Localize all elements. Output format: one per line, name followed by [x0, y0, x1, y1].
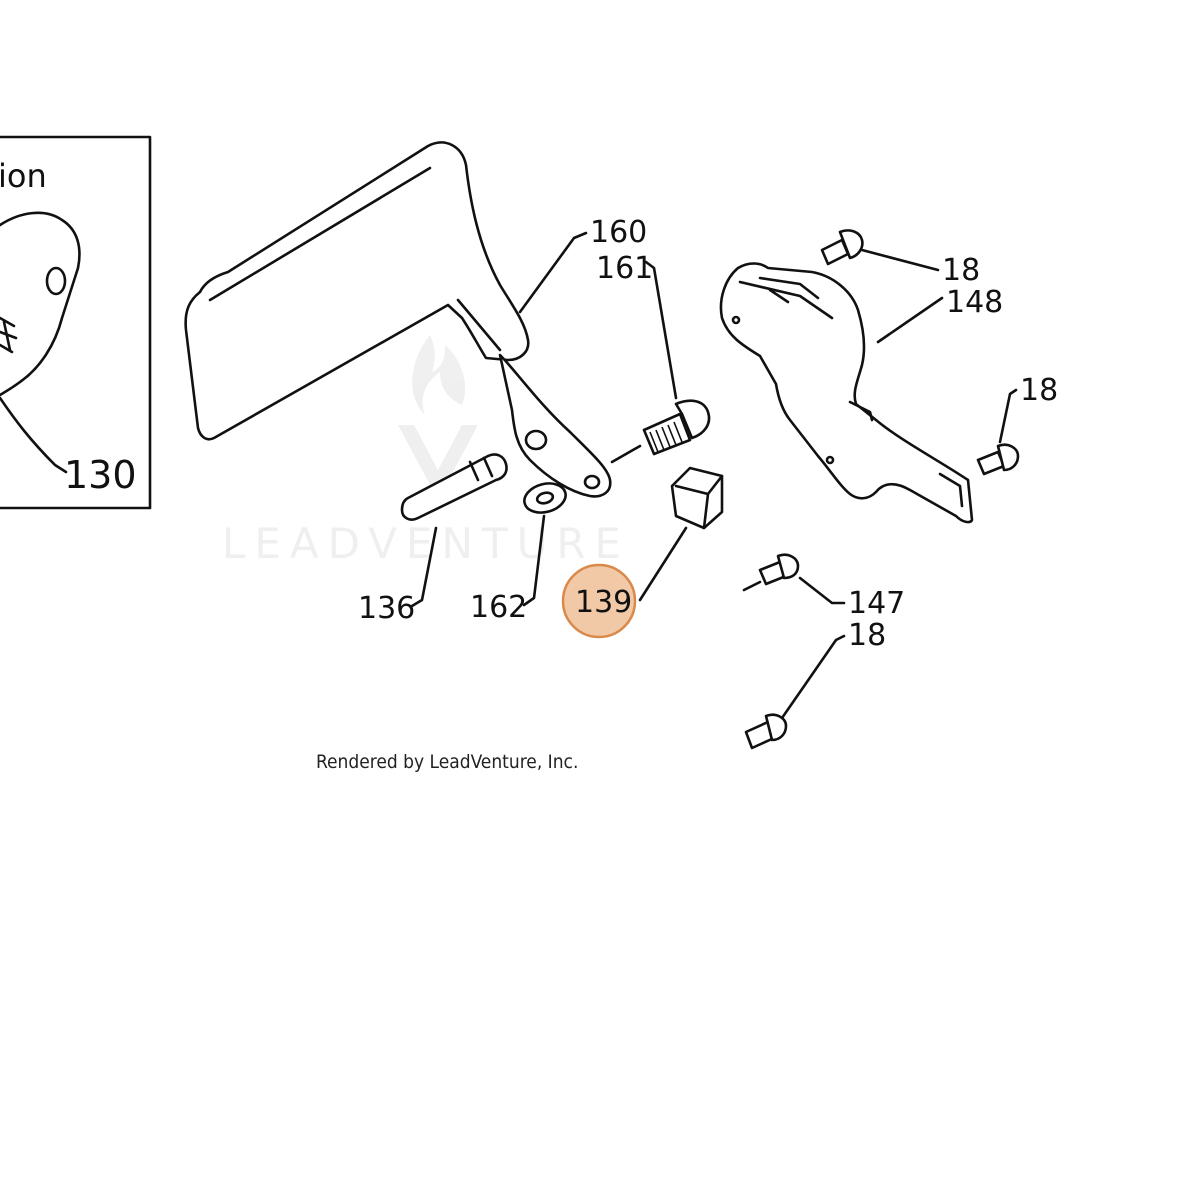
leader-139 [638, 526, 688, 602]
inset-hole [45, 266, 67, 296]
screw-18-top-head [838, 229, 864, 260]
watermark: LEADVENTURE [222, 335, 630, 568]
screw-axis-line [610, 444, 642, 464]
inset-part-number: 130 [64, 453, 137, 497]
callout-18-right[interactable]: 18 [1020, 373, 1058, 408]
leader-18-top [860, 248, 940, 272]
leader-lines [410, 231, 1018, 720]
screw-18-bottom [744, 713, 788, 750]
hand-guard-shield [184, 141, 530, 441]
hand-guard-arm [498, 353, 612, 498]
pivot-hole [524, 429, 548, 451]
bracket-hole-2 [825, 455, 835, 465]
render-credit: Rendered by LeadVenture, Inc. [316, 751, 578, 773]
callout-161[interactable]: 161 [596, 251, 653, 286]
pin-136 [400, 453, 508, 521]
leader-148 [876, 296, 944, 344]
bracket-hole-1 [731, 315, 741, 325]
watermark-text: LEADVENTURE [222, 519, 630, 568]
callouts: 160 161 18 148 18 136 162 139 147 18 [358, 215, 1058, 653]
bracket-body [719, 262, 974, 524]
callout-18-top[interactable]: 18 [942, 253, 980, 288]
washer-162 [523, 482, 567, 514]
callout-162[interactable]: 162 [470, 590, 527, 625]
screw-18-bottom-head [764, 713, 788, 742]
bracket-tab [848, 400, 874, 422]
screw-head [674, 399, 711, 440]
nut-139 [670, 466, 724, 530]
callout-139[interactable]: 139 [575, 585, 632, 620]
screw-18-right [976, 443, 1020, 476]
leader-136 [410, 526, 438, 608]
pin-body [400, 453, 508, 521]
hand-guard-rim [208, 166, 432, 302]
bracket-end-detail [938, 472, 964, 508]
inset-hatch [0, 316, 18, 354]
callout-148[interactable]: 148 [946, 285, 1003, 320]
inset-title-fragment: ion [0, 157, 47, 195]
callout-136[interactable]: 136 [358, 591, 415, 626]
hand-guard-inner-edge [456, 298, 502, 352]
leader-162 [522, 514, 546, 607]
inset-part-outline [0, 211, 81, 397]
bracket-148 [719, 262, 974, 524]
screw-threads [649, 421, 683, 453]
inset-detail: ion 130 [0, 135, 152, 510]
nut-edges [674, 474, 724, 530]
leader-161 [644, 260, 678, 400]
washer-hole [535, 491, 555, 505]
screw-147-tip [742, 580, 762, 592]
screw-161 [610, 399, 711, 464]
inset-frame [0, 135, 152, 510]
callout-147[interactable]: 147 [848, 586, 905, 621]
screw-147 [742, 553, 800, 592]
callout-18-bottom[interactable]: 18 [848, 618, 886, 653]
washer-outer [523, 482, 567, 514]
nut-body [670, 466, 724, 530]
screw-18-top [820, 229, 864, 266]
leader-18-right [998, 388, 1018, 444]
callout-160[interactable]: 160 [590, 215, 647, 250]
highlight-circle[interactable] [561, 563, 637, 639]
inset-leader [0, 396, 68, 474]
screw-147-head [776, 553, 800, 580]
screw-18-right-head [996, 443, 1020, 472]
hand-guard-part [184, 141, 612, 498]
leader-160 [518, 231, 588, 314]
leader-147 [798, 576, 846, 605]
leader-18-bottom [780, 634, 846, 720]
arm-hole [583, 474, 601, 490]
pin-grooves [468, 456, 494, 482]
bracket-top-detail [738, 276, 834, 320]
